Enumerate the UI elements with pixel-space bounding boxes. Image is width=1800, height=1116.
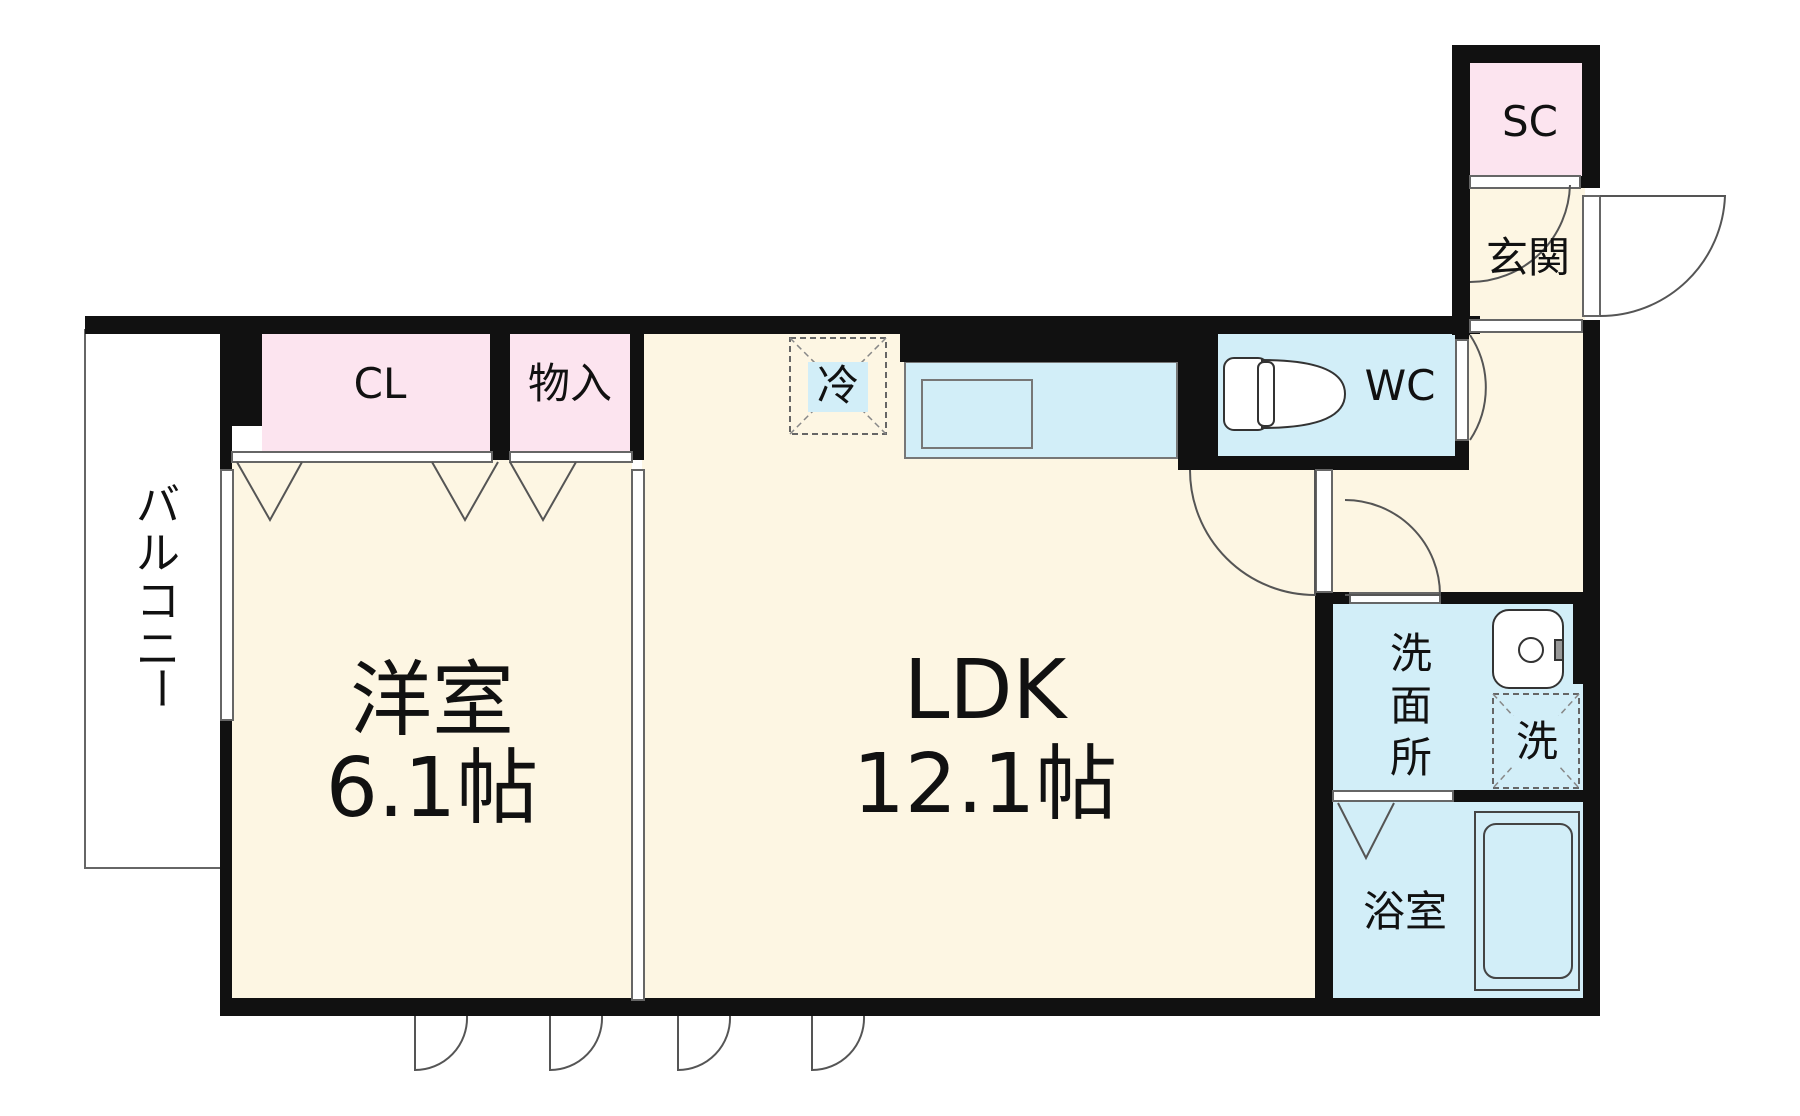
bathtub-icon [1474,811,1580,991]
kitchen-sink [921,379,1033,449]
entrance-floor [1465,185,1585,330]
western-room-floor [232,460,632,1000]
washer-icon [1492,693,1580,789]
fridge-label: 冷 [817,361,859,410]
ldk-name: LDK [904,643,1069,738]
washroom-label-1: 洗 [1390,629,1432,678]
balcony-label-5: ー [135,666,186,710]
closet-floor [262,330,490,452]
storage-label: 物入 [528,359,612,408]
entrance-label: 玄関 [1486,233,1570,282]
washroom-label-3: 所 [1390,733,1432,782]
bathroom-label: 浴室 [1363,887,1447,936]
closet-label: CL [354,359,407,408]
balcony-label-3: コ [136,576,180,627]
toilet-label: WC [1365,361,1436,410]
wash-basin-icon [1492,609,1564,689]
western-room-size: 6.1帖 [326,741,538,836]
western-room-name: 洋室 [350,653,514,748]
balcony-label-2: ル [136,528,180,579]
toilet-icon [1223,357,1347,431]
balcony-area [84,329,222,869]
shoe-closet-label: SC [1502,97,1558,146]
washer-label: 洗 [1516,717,1558,766]
ldk-size: 12.1帖 [853,737,1118,832]
bathroom-floor [1333,802,1583,998]
kitchen-counter [904,361,1178,459]
doors [236,184,1727,1072]
storage-floor [510,330,630,452]
fridge-icon [789,337,887,435]
openings [220,175,1601,1001]
shoe-closet-floor [1465,62,1583,180]
balcony-label-1: バ [136,480,180,531]
balcony-label-4: ニ [136,624,180,675]
washroom-label-2: 面 [1390,681,1432,730]
